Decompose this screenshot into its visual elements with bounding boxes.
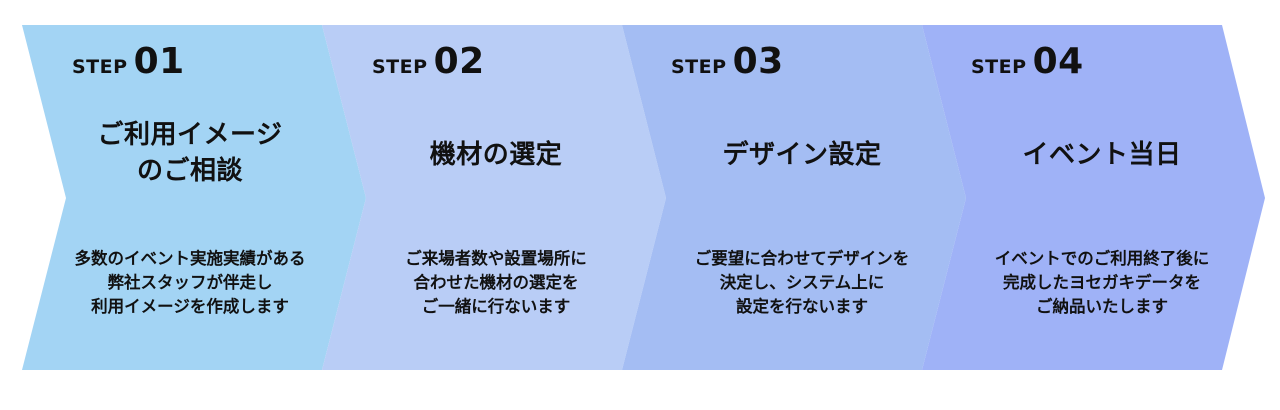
step-3: STEP 03 デザイン設定 ご要望に合わせてデザインを 決定し、システム上に … xyxy=(652,25,952,370)
step-4-title-line-1: イベント当日 xyxy=(1022,140,1182,170)
step-2-title: 機材の選定 xyxy=(346,137,646,173)
step-1-desc-line-2: 弊社スタッフが伴走し xyxy=(107,273,273,292)
step-2-description: ご来場者数や設置場所に 合わせた機材の選定を ご一緒に行ないます xyxy=(346,247,646,319)
step-4-desc-line-1: イベントでのご利用終了後に xyxy=(994,249,1210,268)
step-2-title-line-1: 機材の選定 xyxy=(429,140,563,170)
step-2-chevron xyxy=(322,25,666,370)
step-3-desc-line-1: ご要望に合わせてデザインを xyxy=(694,249,910,268)
step-3-title-line-1: デザイン設定 xyxy=(722,140,882,170)
step-4-number: 04 xyxy=(1032,41,1084,82)
step-3-word: STEP xyxy=(671,56,727,78)
step-2: STEP 02 機材の選定 ご来場者数や設置場所に 合わせた機材の選定を ご一緒… xyxy=(346,25,646,370)
step-1: STEP 01 ご利用イメージ のご相談 多数のイベント実施実績がある 弊社スタ… xyxy=(40,25,340,370)
step-1-title: ご利用イメージ のご相談 xyxy=(40,117,340,189)
step-3-number: 03 xyxy=(732,41,784,82)
step-4-desc-line-3: ご納品いたします xyxy=(1036,297,1168,316)
step-2-number: 02 xyxy=(433,41,485,82)
step-3-desc-line-3: 設定を行ないます xyxy=(736,297,868,316)
step-1-label: STEP 01 xyxy=(72,41,185,82)
step-1-description: 多数のイベント実施実績がある 弊社スタッフが伴走し 利用イメージを作成します xyxy=(40,247,340,319)
step-4-chevron xyxy=(922,25,1265,370)
step-3-description: ご要望に合わせてデザインを 決定し、システム上に 設定を行ないます xyxy=(652,247,952,319)
step-3-title: デザイン設定 xyxy=(652,137,952,173)
step-2-desc-line-1: ご来場者数や設置場所に xyxy=(405,249,587,268)
step-3-chevron xyxy=(622,25,966,370)
step-4-description: イベントでのご利用終了後に 完成したヨセガキデータを ご納品いたします xyxy=(952,247,1252,319)
step-1-word: STEP xyxy=(72,56,128,78)
step-1-title-line-1: ご利用イメージ xyxy=(97,120,283,150)
step-2-desc-line-2: 合わせた機材の選定を xyxy=(413,273,579,292)
step-1-desc-line-3: 利用イメージを作成します xyxy=(91,297,289,316)
step-1-number: 01 xyxy=(133,41,185,82)
step-3-desc-line-2: 決定し、システム上に xyxy=(719,273,885,292)
step-4-word: STEP xyxy=(971,56,1027,78)
step-4: STEP 04 イベント当日 イベントでのご利用終了後に 完成したヨセガキデータ… xyxy=(952,25,1252,370)
step-1-title-line-2: のご相談 xyxy=(136,156,243,186)
step-4-title: イベント当日 xyxy=(952,137,1252,173)
step-4-desc-line-2: 完成したヨセガキデータを xyxy=(1003,273,1201,292)
step-3-label: STEP 03 xyxy=(671,41,784,82)
step-2-desc-line-3: ご一緒に行ないます xyxy=(421,297,571,316)
step-1-chevron xyxy=(22,25,366,370)
step-2-label: STEP 02 xyxy=(372,41,485,82)
step-1-desc-line-1: 多数のイベント実施実績がある xyxy=(74,249,306,268)
step-4-label: STEP 04 xyxy=(971,41,1084,82)
step-2-word: STEP xyxy=(372,56,428,78)
